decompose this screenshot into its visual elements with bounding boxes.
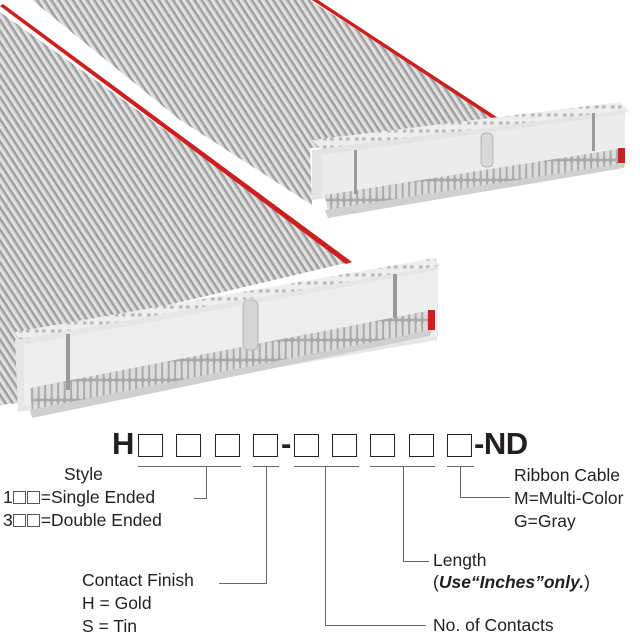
part-number-box-2 [176,434,201,457]
length-note: (Use“Inches”only.) [433,571,590,593]
ribbon-cable-title: Ribbon Cable [514,465,621,485]
style-title: Style [64,464,103,484]
part-number-box-5 [294,434,319,457]
style-option-double: 3 =Double Ended [3,509,162,531]
part-number-box-9 [447,434,472,457]
part-number-box-6 [332,434,357,457]
placeholder-box [12,514,26,527]
contacts-bracket [294,466,359,468]
placeholder-box [26,491,40,504]
cable-leader-horizontal [460,497,510,499]
ribbon-cable-multicolor: M=Multi-Color [514,488,624,508]
part-number-suffix: -ND [474,426,528,461]
cable-assembly-front [0,0,440,418]
finish-leader-vertical [266,466,268,584]
pin1-marker-back [618,148,625,163]
paren-close: ) [584,572,590,592]
length-bracket [370,466,435,468]
placeholder-box [26,514,40,527]
paren-open: ( [433,572,439,592]
style-leader-horizontal [194,498,207,500]
style-bracket [138,466,241,468]
pin1-stripe-front [0,4,352,264]
style-code-3: 3 [3,510,13,530]
ribbon-cable-illustration [0,0,630,418]
contacts-leader-vertical [325,466,327,626]
contact-finish-tin: S = Tin [82,616,137,636]
style-option-text: =Double Ended [40,510,162,530]
part-number-prefix: H [112,426,134,461]
part-number-box-1 [138,434,163,457]
part-number-box-4 [253,434,278,457]
cable-assembly-back [32,0,630,218]
length-leader-horizontal [403,561,429,563]
part-number-box-8 [409,434,434,457]
contacts-leader-horizontal [325,625,426,627]
pin1-stripe-back [312,0,532,142]
style-leader-vertical [206,466,208,499]
cable-leader-vertical [460,466,462,498]
length-title: Length [433,550,487,570]
length-note-emphasis: Use“Inches”only. [438,572,585,592]
placeholder-box [12,491,26,504]
style-option-single: 1 =Single Ended [3,486,155,508]
pin1-marker-front [428,310,435,330]
ribbon-cable-gray: G=Gray [514,511,576,531]
part-number-dash: - [281,426,291,461]
contact-finish-gold: H = Gold [82,593,152,613]
length-leader-vertical [403,466,405,562]
contact-finish-title: Contact Finish [82,570,194,590]
contacts-title: No. of Contacts [433,615,554,635]
finish-leader-horizontal [219,583,267,585]
style-option-text: =Single Ended [40,487,156,507]
part-number-box-3 [215,434,240,457]
style-code-1: 1 [3,487,13,507]
part-number-box-7 [370,434,395,457]
